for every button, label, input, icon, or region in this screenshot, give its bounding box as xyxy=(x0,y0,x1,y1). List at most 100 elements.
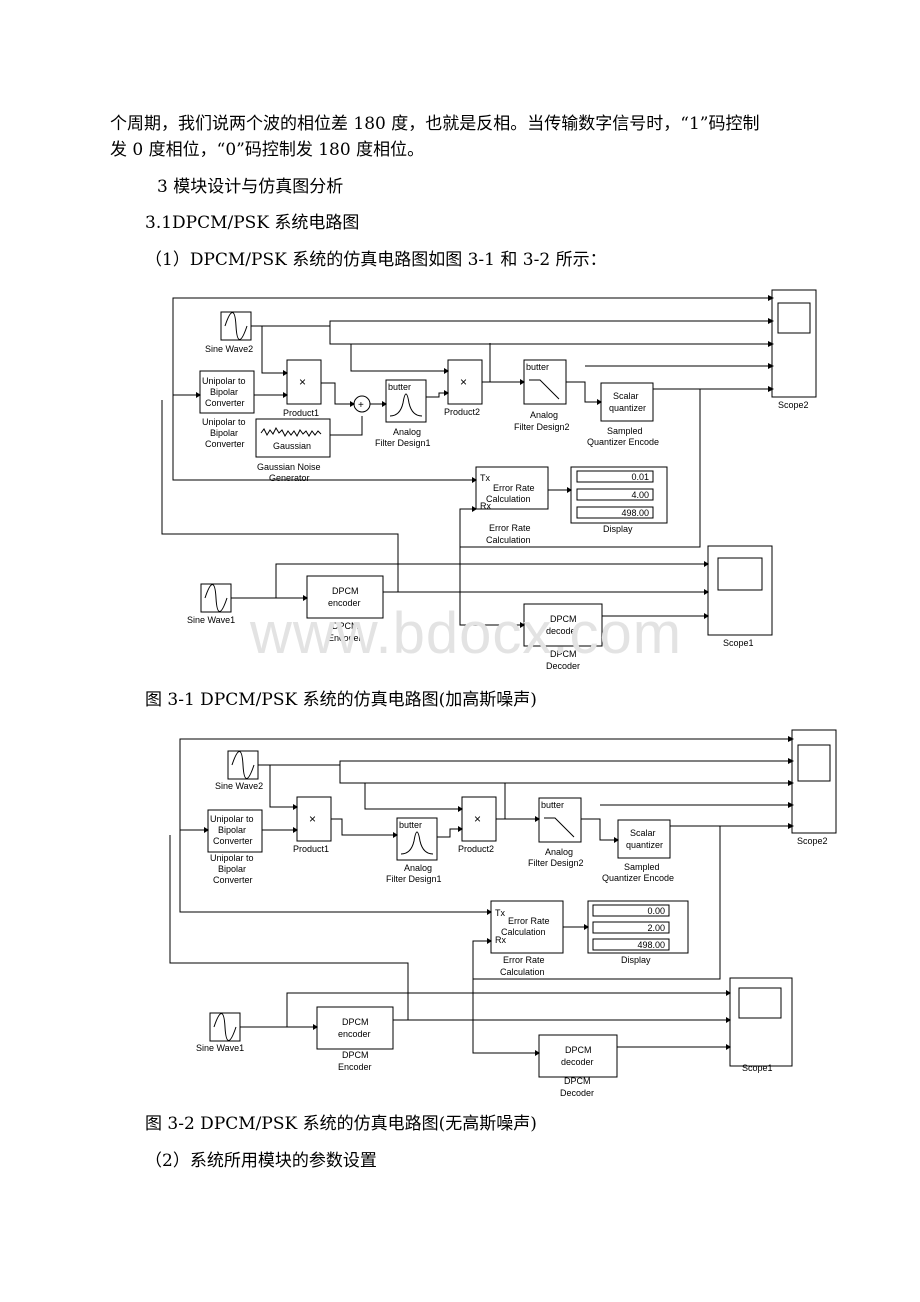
svg-text:Error Rate: Error Rate xyxy=(489,523,531,533)
svg-text:Bipolar: Bipolar xyxy=(218,864,246,874)
sine-wave2-label: Sine Wave2 xyxy=(205,344,253,354)
section-heading-3-1: 3.1DPCM/PSK 系统电路图 xyxy=(145,213,360,233)
display-value-3: 498.00 xyxy=(621,508,649,518)
svg-text:Analog: Analog xyxy=(545,847,573,857)
svg-text:Error Rate: Error Rate xyxy=(503,955,545,965)
svg-text:butter: butter xyxy=(388,382,411,392)
svg-text:decoder: decoder xyxy=(546,626,579,636)
svg-text:butter: butter xyxy=(526,362,549,372)
display-block: 0.00 2.00 498.00 Display xyxy=(587,900,689,965)
svg-text:Product1: Product1 xyxy=(283,408,319,418)
svg-text:Scope2: Scope2 xyxy=(778,400,809,410)
unipolar-converter-block: Unipolar to Bipolar Converter Unipolar t… xyxy=(199,370,255,449)
svg-text:Product2: Product2 xyxy=(444,407,480,417)
list-item-2: （2）系统所用模块的参数设置 xyxy=(145,1151,377,1171)
scope1-block: Scope1 xyxy=(707,545,773,648)
svg-text:Generator: Generator xyxy=(269,473,310,483)
sine-wave2-block: Sine Wave2 xyxy=(205,311,253,354)
svg-text:Error Rate: Error Rate xyxy=(508,916,550,926)
display-block: 0.01 4.00 498.00 Display xyxy=(570,466,668,534)
scope2-block: Scope2 xyxy=(771,289,817,410)
paragraph-line-1: 个周期，我们说两个波的相位差 180 度，也就是反相。当传输数字信号时，“1”码… xyxy=(110,114,760,134)
svg-text:Product2: Product2 xyxy=(458,844,494,854)
analog-filter-design2-block: butter Analog Filter Design2 xyxy=(528,797,584,868)
display-value-1: 0.00 xyxy=(647,906,665,916)
svg-text:Filter Design2: Filter Design2 xyxy=(528,858,584,868)
scope1-block: Scope1 xyxy=(729,977,793,1073)
svg-text:Gaussian Noise: Gaussian Noise xyxy=(257,462,321,472)
product2-block: × Product2 xyxy=(444,359,483,417)
svg-text:+: + xyxy=(358,400,364,411)
svg-text:Sine Wave1: Sine Wave1 xyxy=(187,615,235,625)
svg-text:Calculation: Calculation xyxy=(486,535,531,545)
svg-text:Sampled: Sampled xyxy=(624,862,660,872)
figure-3-2-caption: 图 3-2 DPCM/PSK 系统的仿真电路图(无高斯噪声) xyxy=(145,1114,537,1134)
display-value-1: 0.01 xyxy=(631,472,649,482)
svg-text:Converter: Converter xyxy=(213,836,253,846)
svg-text:DPCM: DPCM xyxy=(564,1076,591,1086)
figure-3-1-caption: 图 3-1 DPCM/PSK 系统的仿真电路图(加高斯噪声) xyxy=(145,690,537,710)
display-value-3: 498.00 xyxy=(637,940,665,950)
scalar-quantizer-block: Scalar quantizer Sampled Quantizer Encod… xyxy=(587,382,659,447)
product2-block: × Product2 xyxy=(458,796,497,854)
svg-text:Bipolar: Bipolar xyxy=(210,387,238,397)
svg-text:Filter Design1: Filter Design1 xyxy=(375,438,431,448)
product1-block: × Product1 xyxy=(283,359,322,418)
svg-text:Filter Design2: Filter Design2 xyxy=(514,422,570,432)
svg-text:Calculation: Calculation xyxy=(501,927,546,937)
svg-text:Rx: Rx xyxy=(480,501,491,511)
svg-text:DPCM: DPCM xyxy=(332,586,359,596)
display-value-2: 2.00 xyxy=(647,923,665,933)
svg-text:Encoder: Encoder xyxy=(328,633,362,643)
svg-text:DPCM: DPCM xyxy=(550,649,577,659)
svg-text:quantizer: quantizer xyxy=(626,840,663,850)
scope2-block: Scope2 xyxy=(791,729,837,846)
svg-text:×: × xyxy=(309,812,316,826)
svg-text:Analog: Analog xyxy=(530,410,558,420)
product1-block: × Product1 xyxy=(293,796,332,854)
svg-text:Unipolar to: Unipolar to xyxy=(202,417,246,427)
svg-text:Display: Display xyxy=(603,524,633,534)
svg-text:×: × xyxy=(460,375,467,389)
svg-text:Sine Wave2: Sine Wave2 xyxy=(215,781,263,791)
watermark: www.bdocx.com xyxy=(250,601,683,666)
svg-text:Decoder: Decoder xyxy=(560,1088,594,1098)
svg-text:Bipolar: Bipolar xyxy=(218,825,246,835)
svg-text:butter: butter xyxy=(399,820,422,830)
svg-text:DPCM: DPCM xyxy=(565,1045,592,1055)
dpcm-encoder-block: DPCM encoder DPCM Encoder xyxy=(316,1006,394,1072)
svg-text:Converter: Converter xyxy=(205,398,245,408)
svg-text:Converter: Converter xyxy=(213,875,253,885)
paragraph-line-2: 发 0 度相位，“0”码控制发 180 度相位。 xyxy=(110,140,425,160)
svg-text:Product1: Product1 xyxy=(293,844,329,854)
svg-text:decoder: decoder xyxy=(561,1057,594,1067)
svg-text:Analog: Analog xyxy=(393,427,421,437)
svg-text:×: × xyxy=(299,375,306,389)
svg-text:DPCM: DPCM xyxy=(550,614,577,624)
svg-text:Unipolar to: Unipolar to xyxy=(210,814,254,824)
svg-text:Analog: Analog xyxy=(404,863,432,873)
section-heading-3: 3 模块设计与仿真图分析 xyxy=(157,177,344,197)
display-value-2: 4.00 xyxy=(631,490,649,500)
svg-text:Decoder: Decoder xyxy=(546,661,580,671)
unipolar-converter-block: Unipolar to Bipolar Converter Unipolar t… xyxy=(207,809,263,885)
svg-text:×: × xyxy=(474,812,481,826)
dpcm-encoder-block: DPCM encoder DPCM Encoder xyxy=(306,575,384,643)
svg-text:butter: butter xyxy=(541,800,564,810)
analog-filter-design1-block: butter Analog Filter Design1 xyxy=(375,379,431,448)
svg-text:Sine Wave1: Sine Wave1 xyxy=(196,1043,244,1053)
gaussian-noise-block: Gaussian Gaussian Noise Generator xyxy=(255,418,331,483)
svg-text:Sampled: Sampled xyxy=(607,426,643,436)
list-item-1: （1）DPCM/PSK 系统的仿真电路图如图 3-1 和 3-2 所示： xyxy=(145,250,607,270)
svg-text:DPCM: DPCM xyxy=(332,621,359,631)
svg-text:DPCM: DPCM xyxy=(342,1050,369,1060)
svg-text:Quantizer Encode: Quantizer Encode xyxy=(602,873,674,883)
svg-text:Quantizer Encode: Quantizer Encode xyxy=(587,437,659,447)
svg-text:Scope1: Scope1 xyxy=(723,638,754,648)
figure-3-2-diagram: Sine Wave2 Unipolar to Bipolar Converter… xyxy=(169,729,837,1098)
svg-text:Tx: Tx xyxy=(495,908,505,918)
dpcm-decoder-block: DPCM decoder DPCM Decoder xyxy=(538,1034,618,1098)
svg-text:Scope2: Scope2 xyxy=(797,836,828,846)
dpcm-decoder-block: DPCM decoder DPCM Decoder xyxy=(523,603,603,671)
svg-text:Rx: Rx xyxy=(495,935,506,945)
